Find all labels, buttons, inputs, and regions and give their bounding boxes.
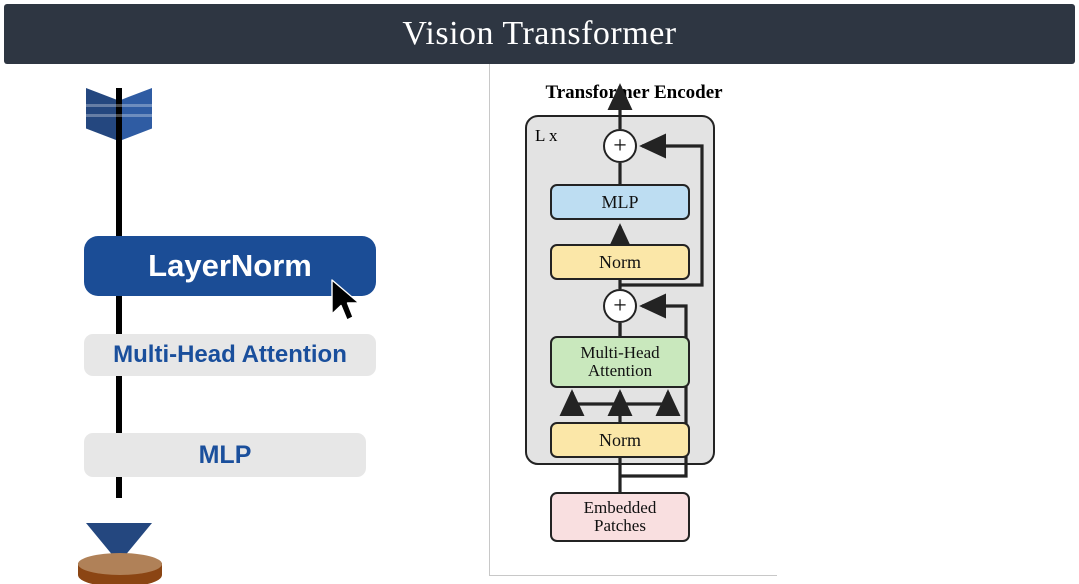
- residual-skip-bottom: [620, 293, 688, 478]
- pipeline-step-layernorm-label: LayerNorm: [148, 248, 312, 283]
- encoder-block-norm-top-label: Norm: [599, 251, 641, 272]
- pipeline-step-mlp[interactable]: MLP: [84, 433, 366, 477]
- pipeline-step-multi-head-attention-label: Multi-Head Attention: [113, 341, 347, 368]
- encoder-repeat-label: L x: [535, 126, 558, 145]
- encoder-block-mlp-label: MLP: [601, 191, 639, 212]
- residual-skip-top: [620, 133, 704, 287]
- encoder-panel: Transformer Encoder: [489, 64, 777, 576]
- residual-add-bottom: +: [603, 289, 637, 323]
- encoder-wiring: [559, 83, 704, 492]
- residual-add-top-symbol: +: [613, 132, 627, 159]
- target-cylinder-icon: [78, 553, 162, 584]
- arrow-fletching-icon: [86, 88, 152, 140]
- target-top: [78, 553, 162, 575]
- encoder-title: Transformer Encoder: [545, 82, 723, 103]
- mouse-cursor-icon: [331, 279, 360, 321]
- pipeline-step-multi-head-attention[interactable]: Multi-Head Attention: [84, 334, 376, 376]
- residual-add-bottom-symbol: +: [613, 292, 627, 319]
- fletching-line-1: [86, 104, 152, 107]
- encoder-block-norm-bottom: Norm: [550, 422, 690, 458]
- pipeline-step-layernorm[interactable]: LayerNorm: [84, 236, 376, 296]
- pipeline-panel: LayerNorm Multi-Head Attention MLP: [0, 68, 470, 584]
- header-bar: Vision Transformer: [4, 4, 1075, 64]
- encoder-block-norm-bottom-label: Norm: [599, 429, 641, 450]
- page-title: Vision Transformer: [402, 15, 677, 52]
- fletching-line-2: [86, 114, 152, 117]
- encoder-block-norm-top: Norm: [550, 244, 690, 280]
- encoder-block-mlp: MLP: [550, 184, 690, 220]
- pipeline-step-mlp-label: MLP: [198, 440, 252, 469]
- residual-add-top: +: [603, 129, 637, 163]
